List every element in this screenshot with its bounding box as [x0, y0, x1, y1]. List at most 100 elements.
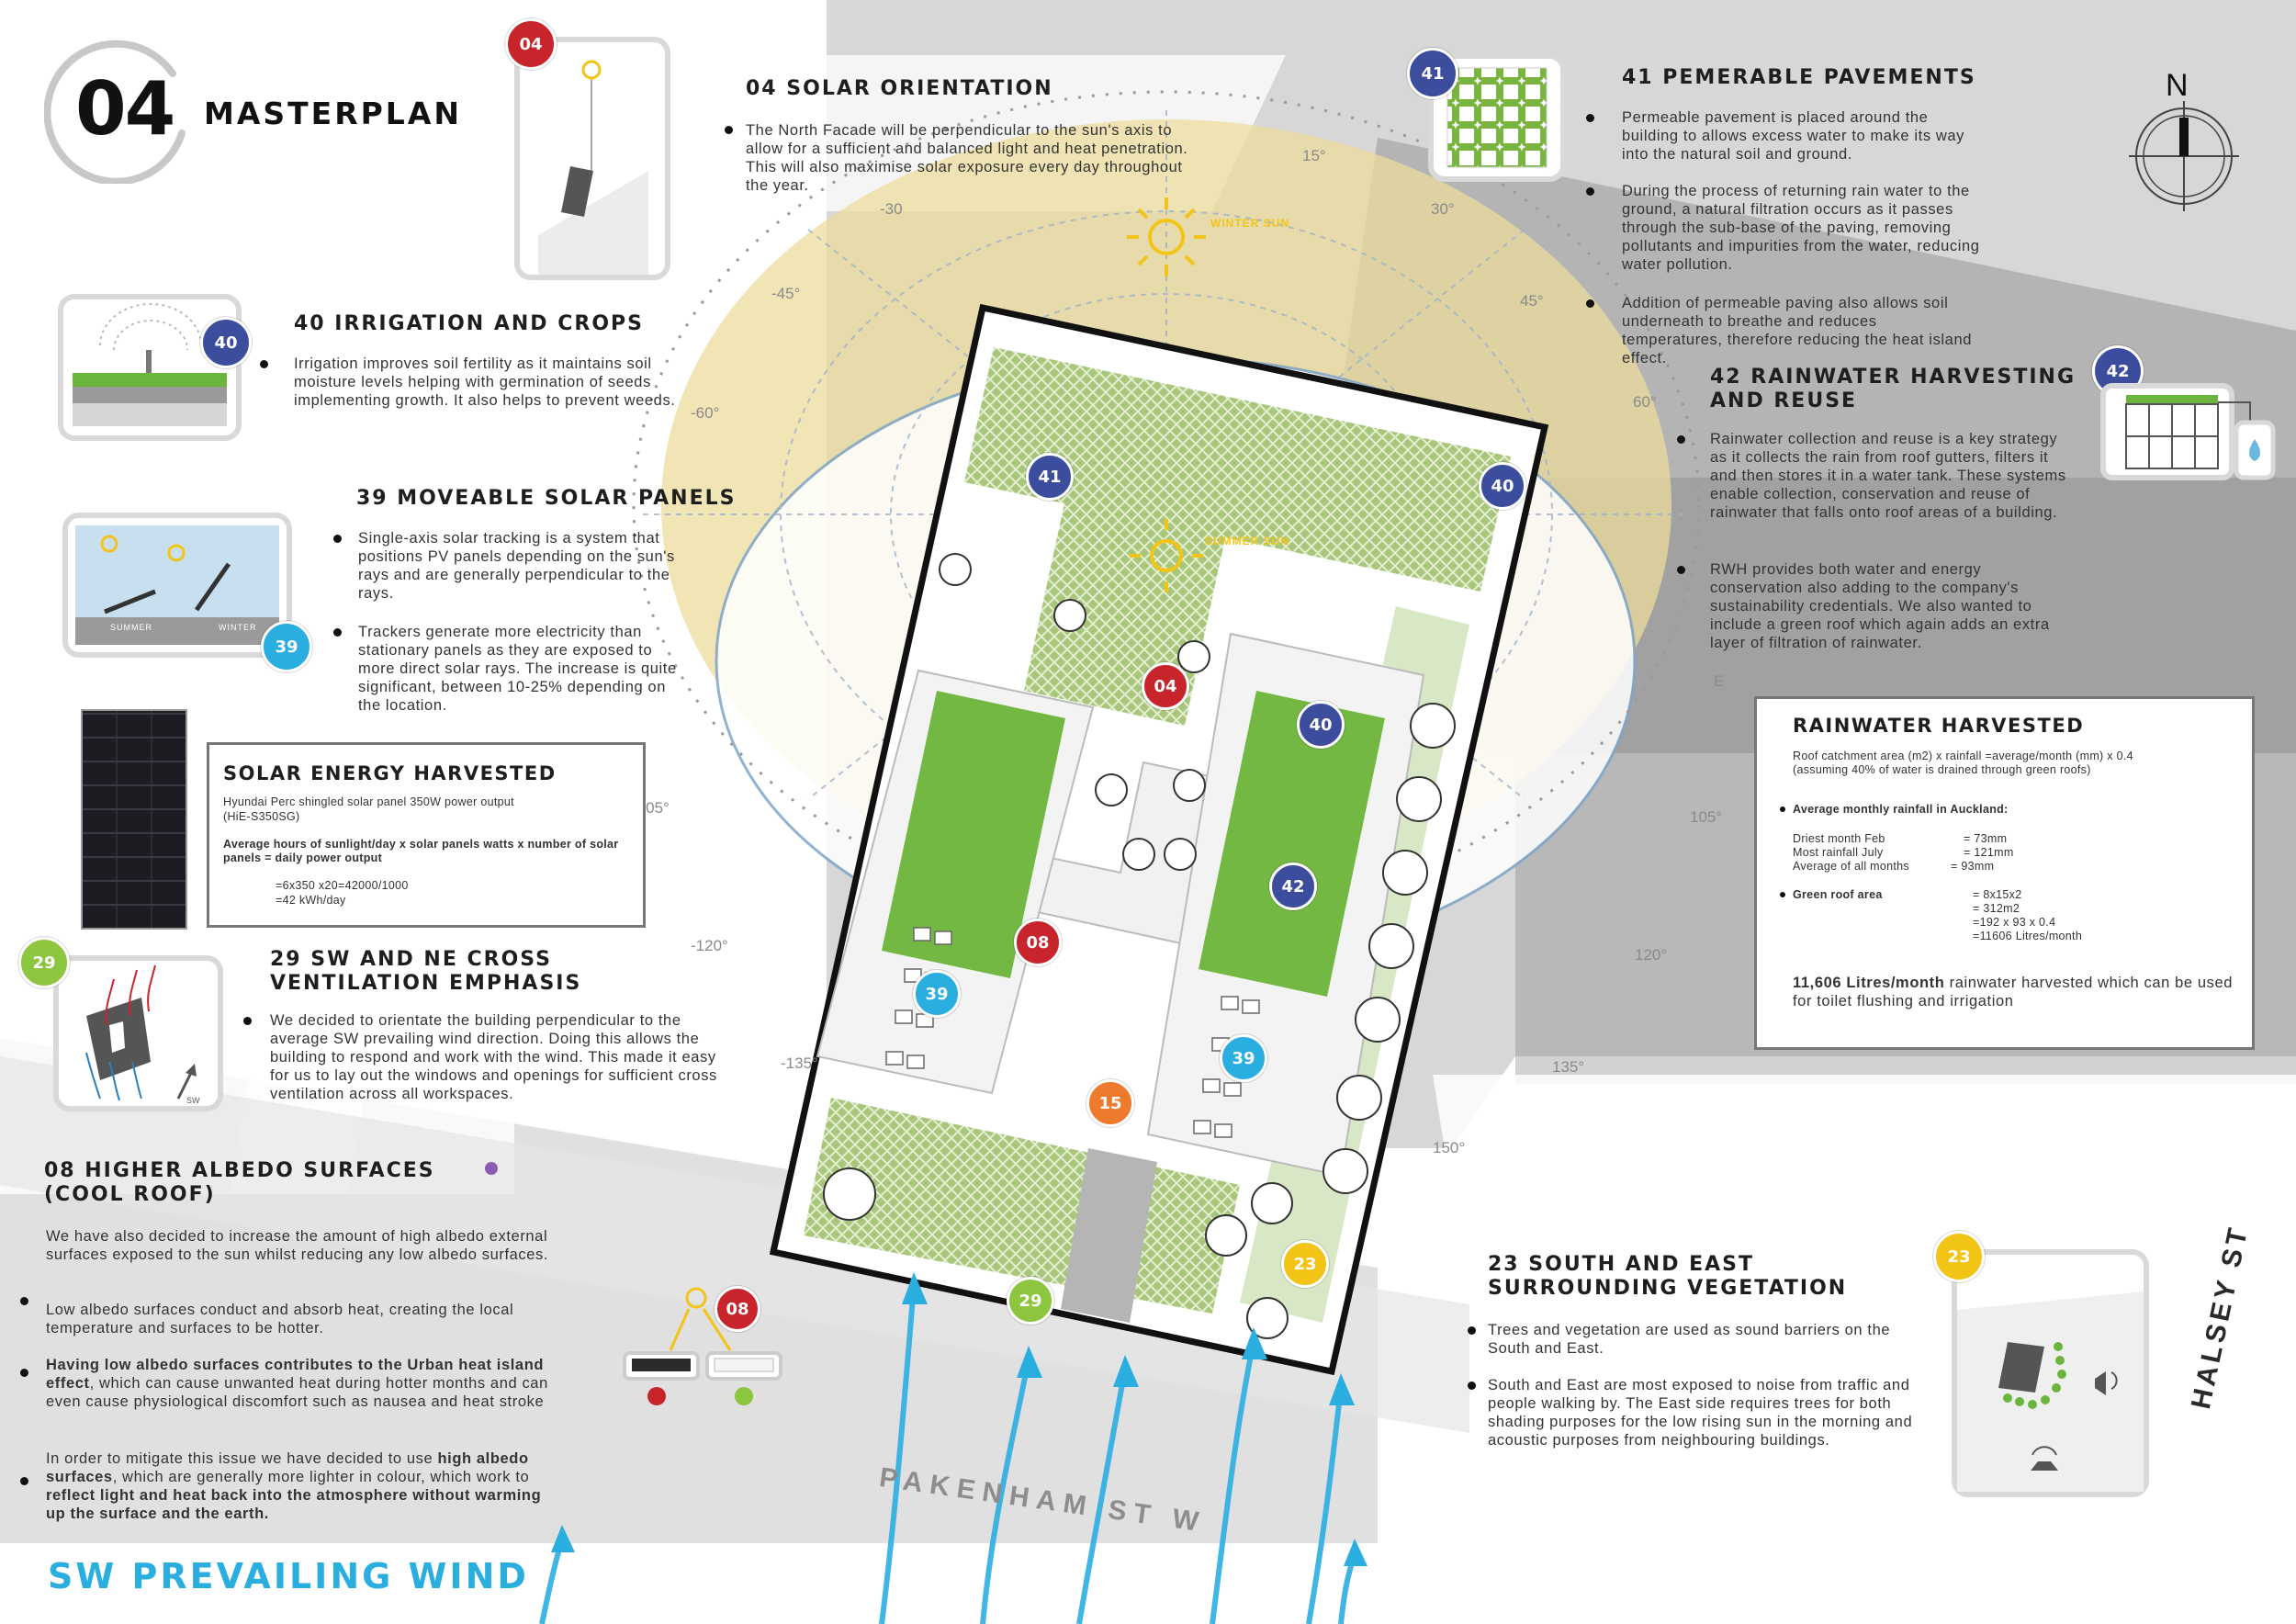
bullet	[20, 1297, 28, 1305]
solar-energy-line2: (HiE-S350SG)	[223, 810, 300, 823]
vegetation-bullet-2: South and East are most exposed to noise…	[1488, 1377, 1913, 1449]
angle-label: -120°	[691, 937, 728, 954]
permeable-title: 41 PEMERABLE PAVEMENTS	[1622, 66, 1976, 89]
rain-harvested-title: RAINWATER HARVESTED	[1793, 715, 2085, 737]
vegetation-title: 23 SOUTH AND EAST SURROUNDING VEGETATION	[1488, 1253, 1848, 1300]
albedo-p3-rest: , which can cause unwanted heat during h…	[46, 1375, 548, 1410]
angle-label: E	[1714, 672, 1725, 690]
rain-harvested-formula2: (assuming 40% of water is drained throug…	[1793, 763, 2091, 776]
rain-row-label: Average of all months	[1793, 860, 1909, 873]
badge-23: 23	[1933, 1231, 1985, 1282]
rain-avg-label: Average monthly rainfall in Auckland:	[1793, 803, 2009, 816]
bullet	[1468, 1382, 1476, 1390]
page-title: MASTERPLAN	[204, 96, 462, 131]
badge-41: 41	[1407, 48, 1458, 99]
rainwater-title: 42 RAINWATER HARVESTING AND REUSE	[1710, 366, 2077, 412]
rain-row-value: = 121mm	[1964, 846, 2014, 859]
badge-39: 39	[261, 621, 312, 672]
permeable-bullet-2: During the process of returning rain wat…	[1622, 183, 1980, 273]
albedo-p3: Having low albedo surfaces contributes t…	[46, 1356, 560, 1411]
albedo-p4-c: , which are generally more lighter in co…	[112, 1469, 530, 1485]
compass-north-label: N	[2166, 68, 2189, 103]
irrigation-text: Irrigation improves soil fertility as it…	[294, 355, 676, 409]
card-label-summer: SUMMER	[110, 623, 152, 632]
angle-label: 30°	[1431, 200, 1455, 218]
solar-orientation-card	[514, 37, 670, 280]
badge-29: 29	[18, 937, 70, 988]
permeable-bullet-3: Addition of permeable paving also allows…	[1622, 295, 1973, 367]
card-label-winter: WINTER	[219, 623, 257, 632]
map-badge-40: 40	[1479, 462, 1526, 510]
vegetation-card	[1952, 1249, 2149, 1497]
badge-04: 04	[505, 18, 557, 70]
solar-energy-calc1: =6x350 x20=42000/1000	[276, 879, 409, 892]
bullet	[243, 1017, 252, 1025]
bullet	[1586, 114, 1594, 122]
solar-panels-card	[62, 513, 292, 658]
rain-result-bold: 11,606 Litres/month	[1793, 975, 1945, 991]
map-badge-15: 15	[1086, 1079, 1134, 1127]
vegetation-diagram	[1957, 1291, 2144, 1492]
irrigation-title: 40 IRRIGATION AND CROPS	[294, 312, 644, 335]
solar-energy-formula: Average hours of sunlight/day x solar pa…	[223, 838, 619, 864]
ventilation-text: We decided to orientate the building per…	[270, 1012, 717, 1102]
bullet	[20, 1477, 28, 1485]
bullet	[725, 126, 733, 134]
solar-energy-line1: Hyundai Perc shingled solar panel 350W p…	[223, 795, 514, 808]
map-badge-08: 08	[1014, 919, 1062, 966]
rain-harvested-formula1: Roof catchment area (m2) x rainfall =ave…	[1793, 750, 2133, 762]
angle-label: 60°	[1633, 393, 1657, 411]
winter-sun-label: WINTER SUN	[1210, 217, 1289, 230]
map-badge-41: 41	[1026, 453, 1074, 501]
albedo-p1: We have also decided to increase the amo…	[46, 1228, 549, 1263]
rain-row-label: Most rainfall July	[1793, 846, 1884, 859]
permeable-paving-icon	[1446, 67, 1548, 168]
albedo-purple-dot	[485, 1162, 498, 1175]
badge-08: 08	[715, 1286, 760, 1332]
angle-label: 120°	[1635, 946, 1668, 964]
wind-label-background	[37, 1552, 501, 1602]
angle-label: 45°	[1520, 292, 1544, 310]
angle-label: -135°	[781, 1054, 818, 1072]
ventilation-card-label: SW	[186, 1096, 200, 1105]
green-roof-value: = 312m2	[1973, 902, 2020, 915]
solar-energy-box	[207, 742, 646, 928]
albedo-p2: Low albedo surfaces conduct and absorb h…	[46, 1302, 514, 1336]
solar-panel-image	[81, 709, 187, 930]
solar-panels-bullet-2: Trackers generate more electricity than …	[358, 624, 677, 714]
angle-label: 105°	[1690, 808, 1723, 826]
bullet	[20, 1369, 28, 1377]
solar-panels-bullet-1: Single-axis solar tracking is a system t…	[358, 530, 675, 602]
map-badge-40: 40	[1297, 701, 1345, 749]
solar-energy-title: SOLAR ENERGY HARVESTED	[223, 762, 557, 784]
rain-row-value: = 93mm	[1951, 860, 1995, 873]
bullet	[260, 360, 268, 368]
angle-label: 150°	[1433, 1139, 1466, 1156]
map-badge-29: 29	[1007, 1277, 1054, 1325]
green-roof-value: =11606 Litres/month	[1973, 930, 2083, 942]
rain-result-rest: rainwater harvested which can be used fo…	[1793, 975, 2234, 1009]
page-number: 04	[75, 66, 175, 152]
rainwater-bullet-1: Rainwater collection and reuse is a key …	[1710, 431, 2066, 521]
header-ring	[44, 39, 186, 184]
albedo-p4-a: In order to mitigate this issue we have …	[46, 1450, 438, 1467]
solar-orientation-title: 04 SOLAR ORIENTATION	[746, 77, 1053, 100]
solar-tracking-illustration	[75, 525, 279, 645]
angle-label: -30	[880, 200, 903, 218]
albedo-p4-d: reflect light and heat back into the atm…	[46, 1487, 542, 1522]
vegetation-bullet-1: Trees and vegetation are used as sound b…	[1488, 1322, 1891, 1357]
solar-panels-title: 39 MOVEABLE SOLAR PANELS	[356, 487, 737, 510]
map-badge-39: 39	[913, 970, 961, 1018]
rain-harvested-box	[1754, 696, 2255, 1050]
bullet	[333, 535, 342, 543]
rain-harvested-result: 11,606 Litres/month rainwater harvested …	[1793, 974, 2234, 1010]
green-roof-label: Green roof area	[1793, 888, 1883, 901]
rainwater-bullet-2: RWH provides both water and energy conse…	[1710, 561, 2050, 651]
bullet	[333, 628, 342, 637]
bullet	[1586, 299, 1594, 308]
green-roof-value: =192 x 93 x 0.4	[1973, 916, 2056, 929]
badge-40: 40	[200, 317, 252, 368]
irrigation-icon	[73, 303, 227, 426]
angle-label: -60°	[691, 404, 720, 422]
bullet	[1780, 892, 1785, 897]
